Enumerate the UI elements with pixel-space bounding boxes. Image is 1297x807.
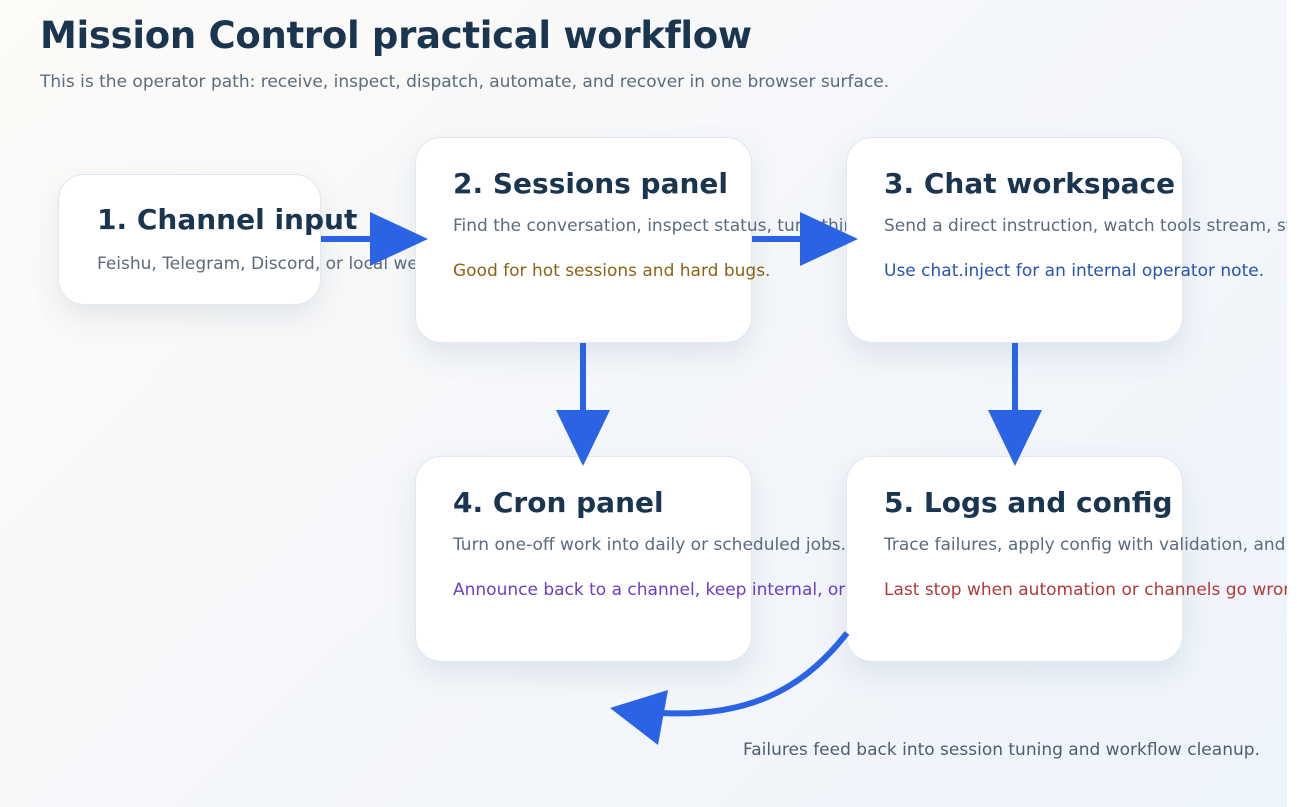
page-subtitle: This is the operator path: receive, insp…	[40, 72, 890, 92]
page-title: Mission Control practical workflow	[40, 14, 752, 57]
step-title: 4. Cron panel	[453, 486, 664, 519]
step-description: Find the conversation, inspect status, t…	[453, 216, 865, 236]
step-description: Feishu, Telegram, Discord, or local web	[97, 254, 429, 274]
step-description: Send a direct instruction, watch tools s…	[884, 216, 1287, 236]
step-note: Last stop when automation or channels go…	[884, 580, 1287, 600]
arrow-chat-to-logs	[988, 343, 1042, 466]
step-note: Use chat.inject for an internal operator…	[884, 261, 1265, 281]
step-card-logs-and-config: 5. Logs and config Trace failures, apply…	[846, 456, 1287, 662]
feedback-caption: Failures feed back into session tuning a…	[743, 740, 1260, 760]
right-edge-strip	[1287, 0, 1297, 807]
step-description: Turn one-off work into daily or schedule…	[453, 535, 847, 555]
arrow-sessions-to-cron	[556, 343, 610, 466]
step-title: 2. Sessions panel	[453, 167, 728, 200]
step-description: Trace failures, apply config with valida…	[884, 535, 1287, 555]
step-note: Announce back to a channel, keep interna…	[453, 580, 892, 600]
step-card-cron-panel: 4. Cron panel Turn one-off work into dai…	[415, 456, 892, 662]
step-title: 5. Logs and config	[884, 486, 1173, 519]
step-card-sessions-panel: 2. Sessions panel Find the conversation,…	[415, 137, 864, 343]
step-card-chat-workspace: 3. Chat workspace Send a direct instruct…	[846, 137, 1287, 343]
step-note: Good for hot sessions and hard bugs.	[453, 261, 771, 281]
step-title: 1. Channel input	[97, 203, 358, 236]
step-title: 3. Chat workspace	[884, 167, 1176, 200]
step-card-channel-input: 1. Channel input Feishu, Telegram, Disco…	[58, 174, 429, 305]
